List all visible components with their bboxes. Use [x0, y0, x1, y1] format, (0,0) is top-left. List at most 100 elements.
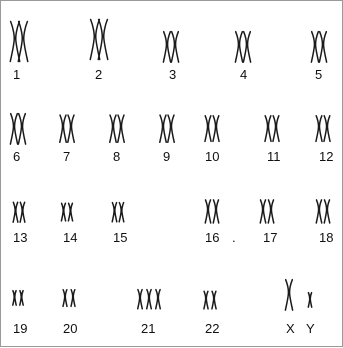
chromosome-2-copy-1-chromatid-2: [94, 18, 101, 61]
chromosome-15-copy-2-chromatid-2: [121, 201, 125, 223]
chromosome-y: [307, 291, 313, 308]
chromosome-16-copy-1-chromatid-2: [207, 199, 212, 224]
chromosome-10-copy-2-chromatid-1: [212, 115, 217, 143]
label-7: 7: [63, 149, 70, 164]
chromosome-8-copy-2-chromatid-2: [120, 114, 125, 144]
chromosome-8-copy-1-chromatid-1: [109, 114, 114, 144]
chromosome-8-copy-1-chromatid-2: [112, 114, 117, 144]
chromosome-3-copy-2-chromatid-1: [170, 30, 176, 63]
chromosome-y-copy-1-chromatid-2: [309, 291, 313, 308]
chromosome-13-copy-2-chromatid-2: [22, 201, 26, 223]
chromosome-22-copy-2: [211, 290, 217, 310]
chromosome-21-copy-2: [145, 288, 153, 310]
chromosome-7-copy-2: [67, 114, 75, 144]
chromosome-14-copy-2: [67, 202, 74, 222]
chromosome-15-copy-2: [118, 201, 125, 223]
chromosome-18-copy-1-chromatid-2: [318, 199, 323, 224]
chromosome-14-copy-1: [60, 202, 67, 222]
label-18: 18: [319, 230, 333, 245]
chromosome-17-copy-2-chromatid-1: [267, 199, 272, 224]
chromosome-20-copy-2-chromatid-1: [70, 288, 74, 308]
chromosome-7-copy-1-chromatid-2: [62, 114, 67, 144]
chromosome-16-copy-1-chromatid-1: [204, 199, 209, 224]
chromosome-19-copy-1-chromatid-2: [14, 289, 17, 306]
chromosome-12-copy-2: [323, 115, 331, 143]
label-13: 13: [13, 230, 27, 245]
chromosome-12-copy-1: [315, 115, 323, 143]
label-x: X: [286, 321, 295, 336]
chromosome-19-copy-2: [19, 289, 24, 306]
chromosome-19-copy-1-chromatid-1: [12, 289, 15, 306]
label-22: 22: [205, 321, 219, 336]
chromosome-2: [89, 18, 109, 61]
chromosome-19: [12, 289, 24, 306]
chromosome-20-copy-1-chromatid-2: [64, 288, 68, 308]
chromosome-4-copy-2: [242, 30, 252, 63]
label-8: 8: [113, 149, 120, 164]
chromosome-4-copy-1-chromatid-2: [238, 30, 244, 63]
chromosome-20-copy-1-chromatid-1: [62, 288, 66, 308]
chromosome-12: [315, 115, 331, 143]
chromosome-19-copy-1: [12, 289, 17, 306]
chromosome-10-copy-1-chromatid-1: [204, 115, 209, 143]
chromosome-22-copy-2-chromatid-2: [213, 290, 217, 310]
chromosome-8-copy-1: [109, 114, 117, 144]
chromosome-22-copy-2-chromatid-1: [211, 290, 215, 310]
chromosome-17: [259, 199, 275, 224]
chromosome-3-copy-1-chromatid-1: [162, 30, 168, 63]
chromosome-12-copy-1-chromatid-1: [315, 115, 320, 143]
chromosome-14-copy-1-chromatid-1: [60, 202, 64, 222]
chromosome-x: [284, 278, 294, 311]
chromosome-6-copy-1-chromatid-1: [9, 112, 15, 145]
chromosome-20-copy-2: [70, 288, 76, 308]
stray-dot: .: [232, 230, 236, 245]
chromosome-19-copy-2-chromatid-2: [21, 289, 24, 306]
chromosome-3-copy-1: [162, 30, 172, 63]
chromosome-14-copy-2-chromatid-1: [67, 202, 71, 222]
label-1: 1: [13, 67, 20, 82]
chromosome-1-copy-2: [17, 20, 29, 63]
chromosome-13-copy-2: [19, 201, 26, 223]
label-11: 11: [267, 149, 281, 164]
chromosome-5-copy-1: [310, 30, 320, 63]
chromosome-1-copy-1-chromatid-2: [14, 20, 21, 63]
chromosome-20-copy-1: [62, 288, 68, 308]
chromosome-7-copy-1-chromatid-1: [59, 114, 64, 144]
label-16: 16: [205, 230, 219, 245]
chromosome-5-copy-2-chromatid-1: [318, 30, 324, 63]
chromosome-21-copy-3-chromatid-1: [154, 288, 159, 310]
chromosome-13: [12, 201, 26, 223]
chromosome-5-copy-2-chromatid-2: [322, 30, 328, 63]
chromosome-18-copy-2: [323, 199, 331, 224]
label-20: 20: [63, 321, 77, 336]
chromosome-16: [204, 199, 220, 224]
label-5: 5: [315, 67, 322, 82]
chromosome-6-copy-2-chromatid-1: [17, 112, 23, 145]
chromosome-18-copy-1: [315, 199, 323, 224]
chromosome-10: [204, 115, 220, 143]
chromosome-6: [9, 112, 27, 145]
label-21: 21: [141, 321, 155, 336]
chromosome-21-copy-3: [154, 288, 162, 310]
chromosome-11-copy-1-chromatid-1: [264, 115, 269, 143]
chromosome-21: [136, 288, 162, 310]
chromosome-18-copy-1-chromatid-1: [315, 199, 320, 224]
chromosome-18-copy-2-chromatid-1: [323, 199, 328, 224]
chromosome-1-copy-1-chromatid-1: [9, 20, 16, 63]
chromosome-1-copy-2-chromatid-1: [17, 20, 24, 63]
chromosome-15-copy-2-chromatid-1: [118, 201, 122, 223]
chromosome-21-copy-2-chromatid-2: [148, 288, 153, 310]
chromosome-5: [310, 30, 328, 63]
chromosome-5-copy-2: [318, 30, 328, 63]
chromosome-17-copy-1: [259, 199, 267, 224]
label-4: 4: [240, 67, 247, 82]
chromosome-16-copy-2-chromatid-2: [215, 199, 220, 224]
chromosome-13-copy-2-chromatid-1: [19, 201, 23, 223]
chromosome-17-copy-2: [267, 199, 275, 224]
chromosome-2-copy-2-chromatid-2: [102, 18, 109, 61]
chromosome-11-copy-2-chromatid-2: [275, 115, 280, 143]
chromosome-14-copy-2-chromatid-2: [70, 202, 74, 222]
chromosome-20-copy-2-chromatid-2: [72, 288, 76, 308]
